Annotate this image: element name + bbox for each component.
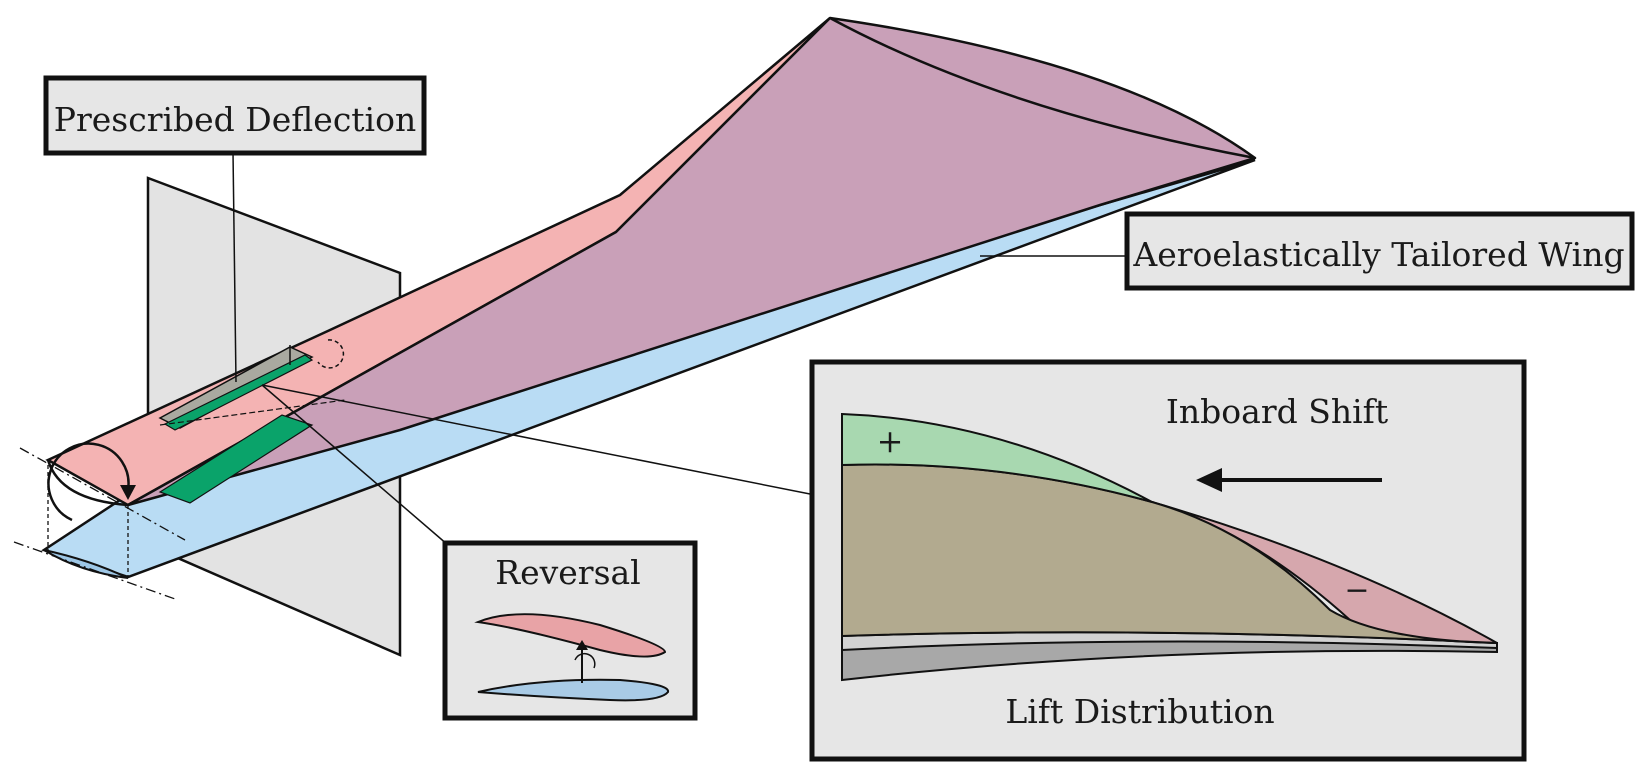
reversal-airfoil-baseline: [477, 678, 669, 702]
root-airfoil-lower: [43, 549, 129, 579]
inboard-shift-arrowhead: [1196, 468, 1222, 492]
inboard-shift-label: Inboard Shift: [1166, 392, 1388, 431]
root-rotation-arrowhead: [120, 485, 136, 500]
flap-hinge-rotation-icon: [317, 339, 345, 369]
prescribed-deflection-label: Prescribed Deflection: [54, 100, 416, 139]
root-axis-2: [13, 541, 179, 601]
lift-positive-region: [841, 412, 1153, 503]
reversal-lift-arrowhead: [576, 640, 588, 650]
root-axis-1: [19, 447, 186, 541]
reversal-label: Reversal: [495, 553, 641, 592]
reversal-airfoil-deflected: [474, 613, 667, 658]
leader-lift: [261, 384, 811, 495]
leader-reversal: [261, 384, 449, 546]
tailored-wing-box: [1124, 211, 1635, 291]
tailored-wing-label: Aeroelastically Tailored Wing: [1132, 235, 1624, 274]
prescribed-deflection-box: [43, 75, 427, 156]
flap-upper: [163, 354, 314, 431]
tip-airfoil-curve: [829, 16, 1256, 160]
lift-plus-sign: +: [877, 422, 904, 460]
reversal-moment-icon: [574, 652, 596, 669]
lift-distribution-label: Lift Distribution: [1005, 692, 1274, 731]
flap-dashed-edge: [159, 399, 346, 426]
wing-top-surface: [126, 16, 1257, 507]
flap-lower: [158, 414, 314, 504]
root-rotation-arrow: [47, 442, 130, 522]
leader-prescribed: [232, 151, 237, 383]
lift-minus-sign: −: [1344, 573, 1369, 608]
